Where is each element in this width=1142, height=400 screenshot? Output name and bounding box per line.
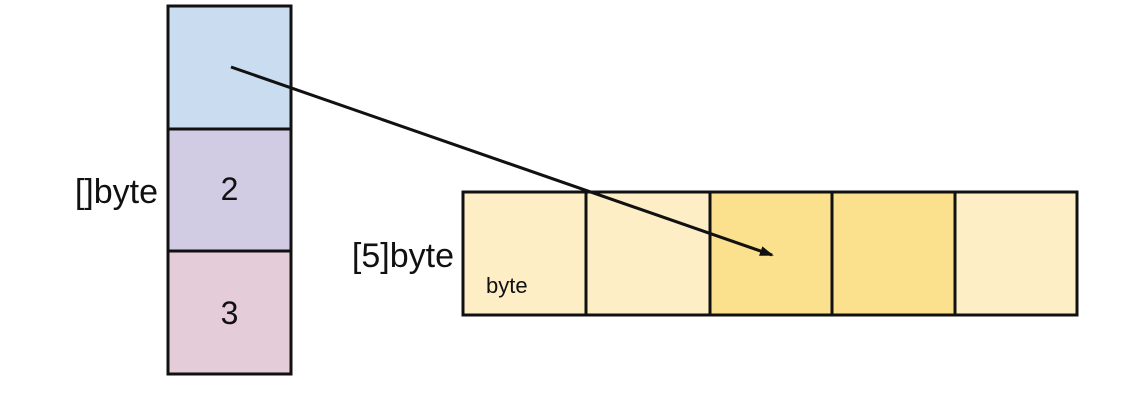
backing-array: byte [5]byte bbox=[352, 190, 1079, 317]
array-cell bbox=[953, 190, 1079, 317]
array-cell bbox=[830, 190, 957, 317]
slice-pointer-cell bbox=[166, 4, 293, 131]
array-element-type-label: byte bbox=[486, 273, 528, 298]
array-type-label: [5]byte bbox=[352, 237, 454, 275]
slice-length-value: 2 bbox=[221, 171, 239, 207]
slice-header: 2 3 []byte bbox=[75, 4, 293, 376]
array-cell bbox=[461, 190, 588, 317]
slice-type-label: []byte bbox=[75, 173, 158, 211]
pointer-arrow bbox=[230, 65, 774, 257]
slice-length-cell bbox=[166, 127, 293, 253]
slice-capacity-value: 3 bbox=[221, 295, 239, 331]
slice-capacity-cell bbox=[166, 249, 293, 376]
